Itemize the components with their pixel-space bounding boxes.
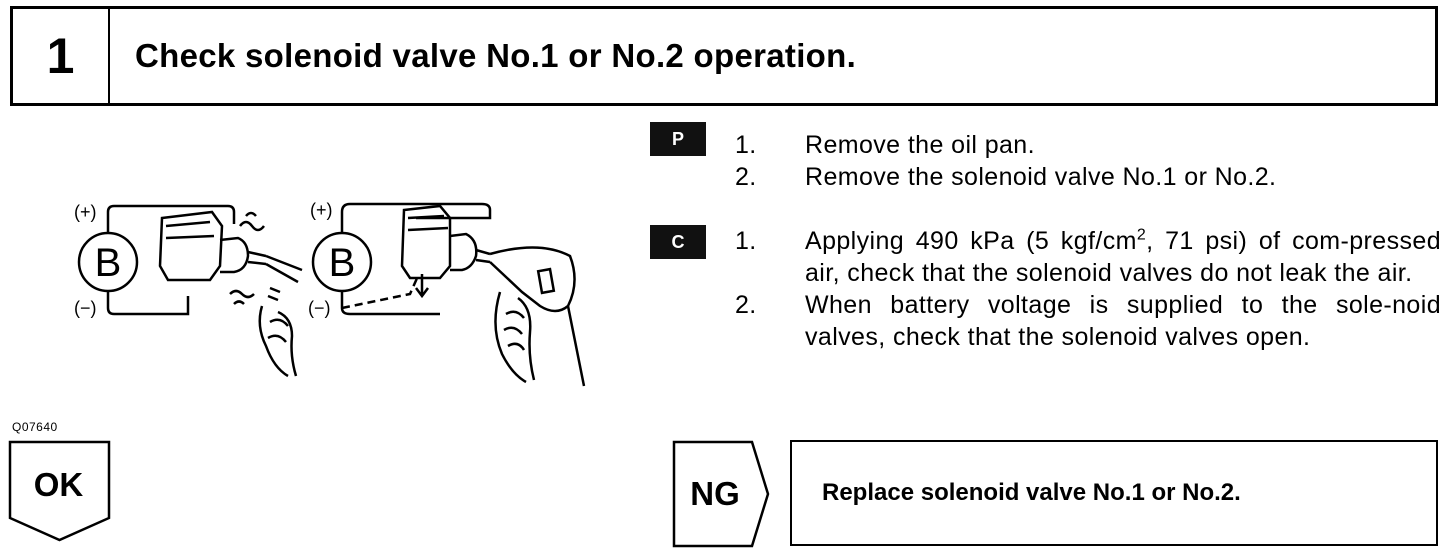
item-text: Remove the solenoid valve No.1 or No.2. <box>805 163 1277 191</box>
check-tag: C <box>650 225 706 259</box>
left-solenoid-valve <box>158 210 303 378</box>
item-number: 2. <box>735 291 757 319</box>
procedure-tag: P <box>650 122 706 156</box>
right-battery-circuit: B (+) (−) <box>308 200 492 318</box>
battery-label-right: B <box>329 241 356 285</box>
item-number: 2. <box>735 163 757 191</box>
minus-label-right: (−) <box>308 298 331 318</box>
list-item: 2. Remove the solenoid valve No.1 or No.… <box>735 161 1415 193</box>
ng-label: NG <box>690 475 740 512</box>
item-text: When battery voltage is supplied to the … <box>805 291 1441 351</box>
ng-arrow-shape <box>672 440 770 548</box>
list-item: 1. Remove the oil pan. <box>735 129 1415 161</box>
right-solenoid-valve <box>400 204 586 387</box>
solenoid-test-illustration: B (+) (−) B (+) (−) <box>74 200 586 387</box>
list-item: 1. Applying 490 kPa (5 kgf/cm2, 71 psi) … <box>735 225 1441 289</box>
battery-label-left: B <box>95 241 122 285</box>
step-title: Check solenoid valve No.1 or No.2 operat… <box>135 37 857 74</box>
item-text-pre: Applying 490 kPa (5 kgf/cm <box>805 227 1137 255</box>
plus-label-right: (+) <box>310 200 333 220</box>
list-item: 2. When battery voltage is supplied to t… <box>735 289 1441 353</box>
ok-label: OK <box>33 466 84 503</box>
item-number: 1. <box>735 131 757 159</box>
item-number: 1. <box>735 227 757 255</box>
procedure-list: 1. Remove the oil pan. 2. Remove the sol… <box>735 129 1415 193</box>
superscript: 2 <box>1136 226 1147 244</box>
left-battery-circuit: B (+) (−) <box>74 202 236 318</box>
ng-action-box: Replace solenoid valve No.1 or No.2. <box>790 440 1438 546</box>
plus-label-left: (+) <box>74 202 97 222</box>
ok-arrow-shape <box>8 440 111 542</box>
item-text: Remove the oil pan. <box>805 131 1035 159</box>
check-list: 1. Applying 490 kPa (5 kgf/cm2, 71 psi) … <box>735 225 1441 353</box>
minus-label-left: (−) <box>74 298 97 318</box>
step-number: 1 <box>13 9 110 103</box>
ng-action-text: Replace solenoid valve No.1 or No.2. <box>822 479 1241 506</box>
item-text-post: , 71 psi) of com-pressed air, check that… <box>805 227 1441 287</box>
figure-code: Q07640 <box>12 420 58 434</box>
step-header: 1 Check solenoid valve No.1 or No.2 oper… <box>10 6 1438 106</box>
